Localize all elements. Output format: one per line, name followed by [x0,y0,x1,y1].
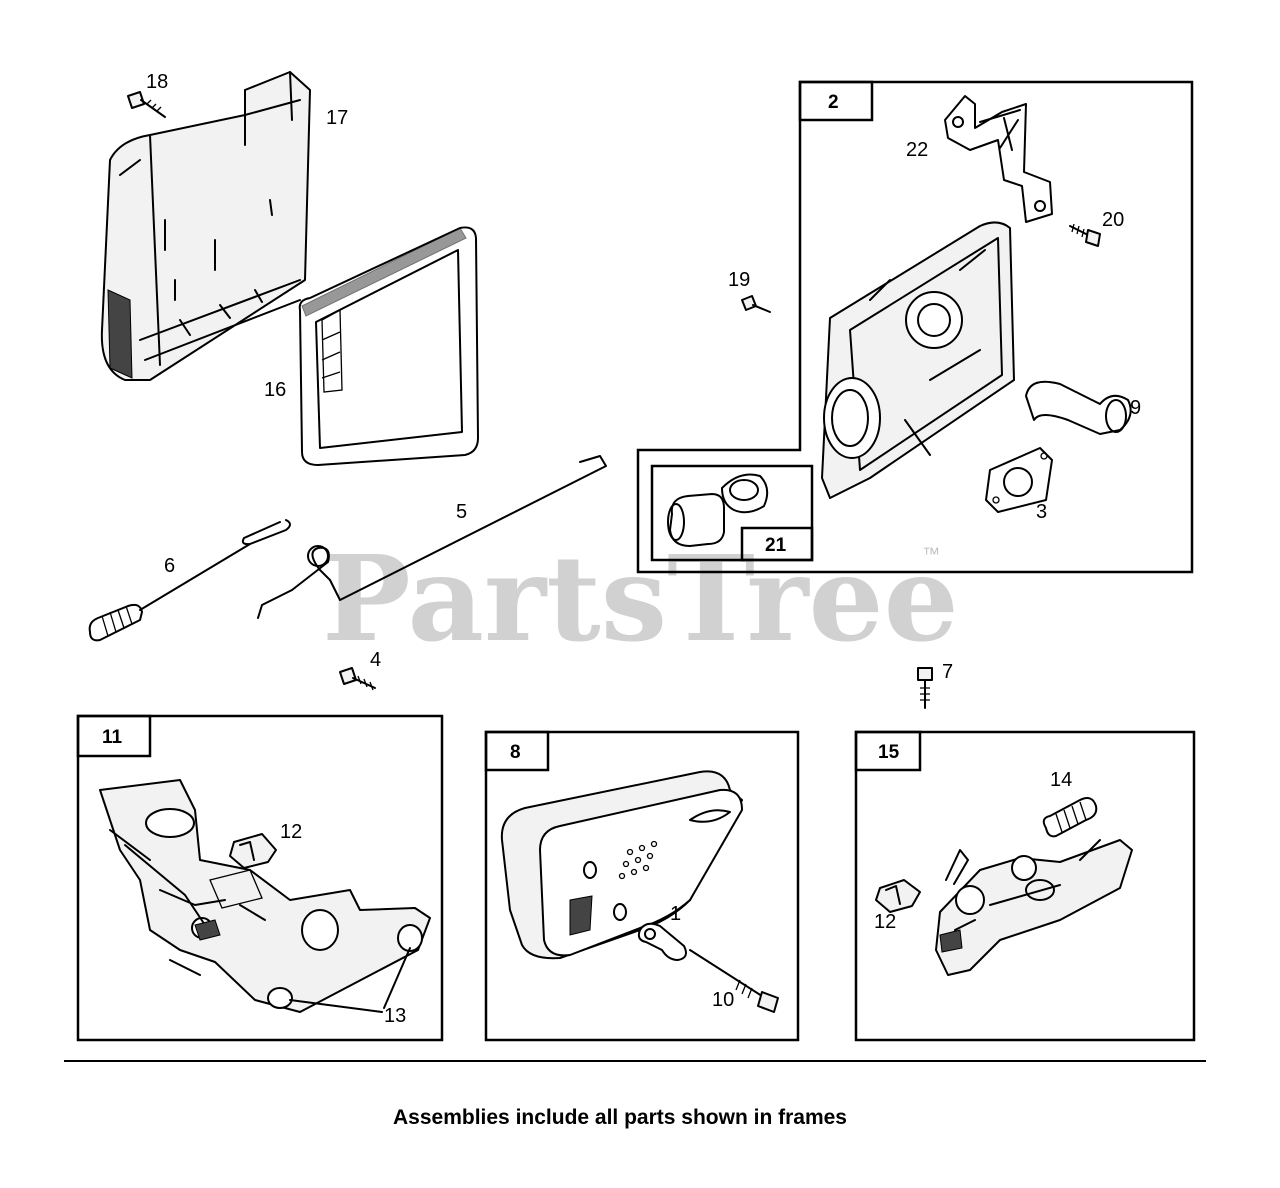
part-screw-19 [741,295,771,313]
part-screw-20 [1069,223,1101,247]
part-muffler-guard-bolt [637,922,779,1013]
watermark-trademark: ™ [922,544,940,564]
frame-15: 15 [854,730,1196,1042]
callout-18: 18 [146,71,168,93]
callout-labels: 18 17 16 19 22 20 9 3 5 6 4 7 12 13 1 10… [146,71,1141,1027]
callout-10: 10 [712,989,734,1011]
callout-22: 22 [906,139,928,161]
callout-4: 4 [370,649,381,671]
callout-9: 9 [1130,397,1141,419]
callout-3: 3 [1036,501,1047,523]
part-screw-7 [917,667,933,709]
frame-8: 8 [484,730,800,1042]
callout-12-frame-11: 12 [280,821,302,843]
part-throttle-link [257,455,607,619]
frame-2-number: 2 [828,92,839,113]
frame-8-number: 8 [510,742,521,763]
callout-7: 7 [942,661,953,683]
callout-13-leaders [289,947,411,1013]
frame-21: 21 [650,464,814,562]
callout-13: 13 [384,1005,406,1027]
part-muffler [500,770,743,960]
part-bracket [944,95,1053,223]
frame-11-number: 11 [102,727,123,748]
watermark-brand: PartsTree [322,529,959,668]
callout-16: 16 [264,379,286,401]
frame-2: 2 [636,80,1194,574]
frame-15-number: 15 [878,742,900,763]
callout-6: 6 [164,555,175,577]
footer-caption: Assemblies include all parts shown in fr… [393,1106,847,1129]
part-screw-18 [127,91,166,118]
part-governor-spring [88,519,291,642]
part-clip-12b [875,879,921,913]
part-carburetor-adaptor [821,221,1015,499]
part-control-bracket [99,779,431,1013]
callout-5: 5 [456,501,467,523]
part-screw-4 [339,667,376,691]
part-spring-14 [1042,797,1098,838]
callout-14: 14 [1050,769,1072,791]
part-clip-12a [229,833,277,869]
part-air-cleaner-base [100,71,311,381]
part-intake-elbow [1025,380,1132,435]
frame-21-number: 21 [765,535,787,556]
callout-17: 17 [326,107,348,129]
callout-12-frame-15: 12 [874,911,896,933]
callout-1: 1 [670,903,681,925]
frame-11: 11 [76,714,444,1042]
part-gasket [985,447,1053,513]
part-air-filter [298,226,479,466]
callout-19: 19 [728,269,750,291]
part-choke-parts [667,473,769,547]
callout-20: 20 [1102,209,1124,231]
part-governor-lever-bracket [935,839,1133,976]
